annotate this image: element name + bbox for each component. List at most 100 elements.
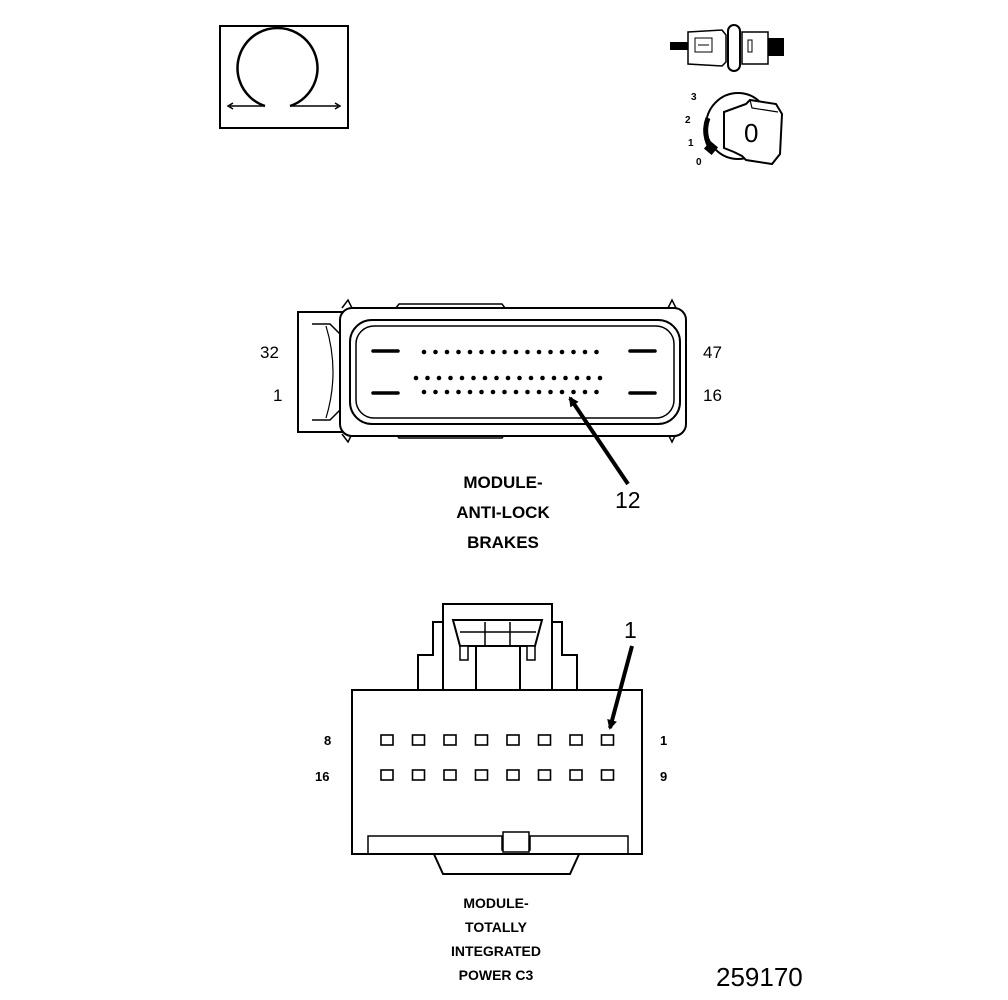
abs-pin-cavity [467, 389, 473, 395]
ignition-key-icon [703, 92, 784, 166]
abs-pin-cavity [413, 375, 419, 381]
abs-pin-cavity [433, 349, 438, 355]
tipm-pin-cavity [443, 734, 457, 746]
abs-connector [297, 298, 687, 444]
abs-pin-cavity [517, 375, 522, 381]
abs-pin-label-47: 47 [703, 343, 722, 362]
figure-number: 259170 [716, 962, 803, 992]
mated-connector-icon [670, 24, 784, 72]
abs-pin-cavity [528, 375, 534, 381]
key-position-1: 1 [688, 138, 694, 149]
tipm-pin-cavity [537, 769, 552, 781]
tipm-title-line-2: TOTALLY [465, 919, 527, 935]
abs-pin-cavity [548, 389, 553, 395]
tipm-pin-label-1: 1 [660, 733, 668, 748]
tipm-pin-cavity [380, 734, 394, 746]
abs-pin-cavity [479, 389, 484, 395]
abs-pin-label-1: 1 [273, 386, 283, 405]
tipm-pin-cavity [569, 734, 583, 746]
abs-pin-cavity [467, 349, 473, 355]
abs-pin-cavity [536, 349, 542, 355]
tipm-title-line-1: MODULE- [463, 895, 529, 911]
abs-pin-label-32: 32 [260, 343, 279, 362]
tipm-pin-label-8: 8 [324, 733, 332, 748]
abs-pin-cavity [490, 389, 496, 395]
abs-pin-cavity [525, 389, 530, 395]
abs-pin-cavity [551, 375, 557, 381]
abs-pin-cavity [505, 375, 511, 381]
tipm-pin-cavity [443, 769, 457, 781]
abs-pin-cavity [421, 389, 427, 395]
abs-pin-cavity [456, 349, 461, 355]
tipm-title-line-3: INTEGRATED [451, 943, 541, 959]
abs-pin-cavity [471, 375, 476, 381]
tipm-pin-label-9: 9 [660, 769, 668, 784]
tipm-callout-arrow [607, 645, 634, 730]
tipm-pin-cavity [506, 769, 520, 781]
abs-title-line-2: ANTI-LOCK [456, 503, 550, 522]
tipm-pin-cavity [600, 769, 615, 781]
abs-title-line-3: BRAKES [467, 533, 539, 552]
tipm-pin-cavity [474, 734, 489, 746]
abs-pin-cavity [586, 375, 591, 381]
tipm-pin-cavity [411, 769, 426, 781]
abs-pin-array [413, 349, 603, 395]
tipm-pin-cavity [569, 769, 583, 781]
abs-pin-cavity [582, 389, 588, 395]
abs-pin-cavity [502, 389, 507, 395]
tipm-pin-cavity [600, 734, 615, 746]
abs-pin-cavity [433, 389, 438, 395]
abs-pin-cavity [594, 389, 599, 395]
tipm-title-line-4: POWER C3 [458, 967, 534, 983]
abs-title-line-1: MODULE- [463, 473, 543, 492]
abs-pin-cavity [425, 375, 430, 381]
abs-pin-cavity [490, 349, 496, 355]
abs-pin-cavity [536, 389, 542, 395]
key-symbol: 0 [744, 118, 759, 148]
abs-pin-cavity [479, 349, 484, 355]
tipm-connector-title: MODULE- TOTALLY INTEGRATED POWER C3 [386, 891, 606, 987]
tipm-pin-cavity [506, 734, 520, 746]
key-position-3: 3 [691, 92, 697, 103]
abs-pin-cavity [482, 375, 488, 381]
abs-pin-cavity [559, 389, 565, 395]
tipm-pin-label-16: 16 [315, 769, 330, 784]
tipm-pin-cavity [411, 734, 426, 746]
abs-pin-label-16: 16 [703, 386, 722, 405]
abs-pin-cavity [456, 389, 461, 395]
abs-pin-cavity [540, 375, 545, 381]
abs-pin-cavity [525, 349, 530, 355]
key-position-0: 0 [696, 157, 702, 168]
abs-pin-cavity [571, 389, 576, 395]
abs-pin-cavity [574, 375, 580, 381]
abs-pin-cavity [513, 349, 519, 355]
abs-pin-cavity [448, 375, 453, 381]
abs-pin-cavity [559, 349, 565, 355]
tipm-pin-cavity [380, 769, 394, 781]
abs-pin-cavity [548, 349, 553, 355]
key-position-2: 2 [685, 115, 691, 126]
abs-pin-cavity [594, 349, 599, 355]
abs-pin-cavity [494, 375, 499, 381]
tipm-pin-cavity [474, 769, 489, 781]
abs-pin-cavity [502, 349, 507, 355]
tipm-callout-number: 1 [624, 617, 637, 643]
abs-pin-cavity [582, 349, 588, 355]
tipm-pin-array [380, 734, 615, 781]
abs-pin-cavity [436, 375, 442, 381]
reset-symbol-icon [219, 25, 349, 129]
abs-pin-cavity [444, 349, 450, 355]
abs-pin-cavity [459, 375, 465, 381]
abs-callout-arrow [568, 396, 630, 486]
abs-pin-cavity [444, 389, 450, 395]
abs-pin-cavity [563, 375, 568, 381]
abs-pin-cavity [513, 389, 519, 395]
abs-connector-title: MODULE- ANTI-LOCK BRAKES [383, 468, 623, 558]
tipm-pin-cavity [537, 734, 552, 746]
tipm-connector [351, 603, 643, 875]
abs-pin-cavity [597, 375, 603, 381]
abs-pin-cavity [421, 349, 427, 355]
abs-pin-cavity [571, 349, 576, 355]
abs-callout-number: 12 [615, 487, 641, 513]
